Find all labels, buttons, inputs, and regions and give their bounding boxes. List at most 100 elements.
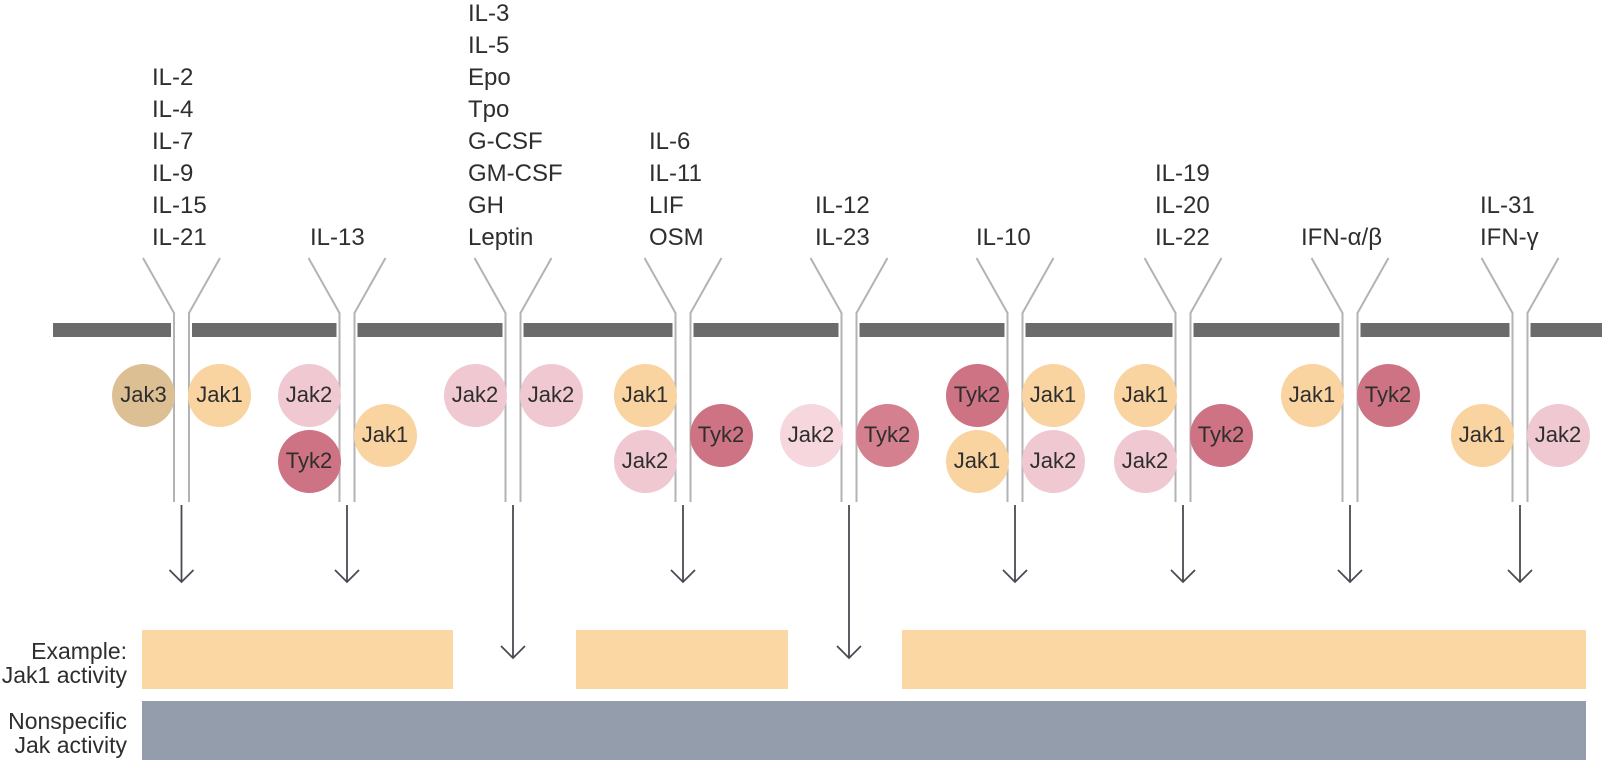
kinase-circle-jak2: Jak2 xyxy=(779,403,843,467)
kinase-circle-jak1: Jak1 xyxy=(353,403,417,467)
receptor-chain-left xyxy=(1310,257,1344,502)
ligand-label: IL-10 xyxy=(976,224,1031,251)
signal-arrow-head xyxy=(670,569,696,584)
ligand-label: Tpo xyxy=(468,96,510,123)
kinase-circle-jak2: Jak2 xyxy=(443,363,507,427)
kinase-circle-jak1: Jak1 xyxy=(945,429,1009,493)
kinase-circle-jak2: Jak2 xyxy=(519,363,583,427)
ligand-label: LIF xyxy=(649,192,684,219)
ligand-label: IL-7 xyxy=(152,128,194,155)
cell-membrane-segment xyxy=(1530,323,1602,337)
ligand-label: IL-6 xyxy=(649,128,691,155)
example-label-line1: Example: xyxy=(31,638,127,664)
signal-arrow-head xyxy=(1002,569,1028,584)
example-jak1-activity-bar xyxy=(576,630,788,689)
receptor-chain-right xyxy=(1021,257,1055,502)
ligand-label: IFN-α/β xyxy=(1301,224,1382,251)
cell-membrane-segment xyxy=(357,323,503,337)
ligand-label: OSM xyxy=(649,224,704,251)
receptor-chain-left xyxy=(1143,257,1177,502)
example-jak1-activity-label: Example: Jak1 activity xyxy=(2,639,127,687)
signal-arrow-head xyxy=(500,645,526,660)
cell-membrane-segment xyxy=(859,323,1005,337)
cell-membrane-segment xyxy=(1193,323,1340,337)
kinase-circle-tyk2: Tyk2 xyxy=(1356,363,1420,427)
cell-membrane-segment xyxy=(1025,323,1173,337)
kinase-circle-jak1: Jak1 xyxy=(1021,363,1085,427)
ligand-column-ifn-alpha-beta-receptor: IFN-α/β xyxy=(1301,222,1382,254)
receptor-chain-left xyxy=(975,257,1009,502)
cell-membrane-segment xyxy=(523,323,673,337)
ligand-column-il10-receptor: IL-10 xyxy=(976,222,1031,254)
cell-membrane-segment xyxy=(693,323,839,337)
ligand-label: Leptin xyxy=(468,224,534,251)
kinase-circle-jak1: Jak1 xyxy=(613,363,677,427)
receptor-chain-right xyxy=(1356,257,1390,502)
receptor-chain-left xyxy=(307,257,341,502)
cell-membrane-segment xyxy=(53,323,171,337)
cell-membrane-segment xyxy=(192,323,337,337)
ligand-label: IL-15 xyxy=(152,192,207,219)
ligand-label: IL-4 xyxy=(152,96,194,123)
nonspecific-jak-activity-label: Nonspecific Jak activity xyxy=(8,709,127,757)
ligand-label: IFN-γ xyxy=(1480,224,1539,251)
signal-arrow-head xyxy=(836,645,862,660)
signal-arrow-head xyxy=(1170,569,1196,584)
kinase-circle-jak2: Jak2 xyxy=(613,429,677,493)
kinase-circle-jak1: Jak1 xyxy=(188,363,251,427)
nonspecific-label-line2: Jak activity xyxy=(14,732,127,758)
receptor-chain-right xyxy=(519,257,553,502)
kinase-circle-jak2: Jak2 xyxy=(1021,429,1085,493)
receptor-chain-left xyxy=(142,257,175,502)
ligand-label: IL-19 xyxy=(1155,160,1210,187)
ligand-label: Epo xyxy=(468,64,511,91)
signal-arrow-head xyxy=(1337,569,1363,584)
kinase-circle-jak1: Jak1 xyxy=(1450,403,1514,467)
kinase-circle-jak1: Jak1 xyxy=(1113,363,1177,427)
ligand-label: IL-5 xyxy=(468,32,510,59)
nonspecific-label-line1: Nonspecific xyxy=(8,708,127,734)
kinase-circle-tyk2: Tyk2 xyxy=(277,429,341,493)
ligand-column-il13-receptor: IL-13 xyxy=(310,222,365,254)
kinase-circle-jak1: Jak1 xyxy=(1280,363,1344,427)
ligand-label: IL-23 xyxy=(815,224,870,251)
nonspecific-jak-activity-bar xyxy=(142,701,1586,760)
ligand-label: IL-31 xyxy=(1480,192,1535,219)
kinase-circle-jak2: Jak2 xyxy=(277,363,341,427)
ligand-label: IL-2 xyxy=(152,64,194,91)
example-label-line2: Jak1 activity xyxy=(1,662,127,688)
kinase-circle-tyk2: Tyk2 xyxy=(1189,403,1253,467)
kinase-circle-jak2: Jak2 xyxy=(1526,403,1590,467)
ligand-label: GM-CSF xyxy=(468,160,563,187)
kinase-circle-tyk2: Tyk2 xyxy=(945,363,1009,427)
ligand-label: IL-20 xyxy=(1155,192,1210,219)
cell-membrane-segment xyxy=(1360,323,1510,337)
example-jak1-activity-bar xyxy=(902,630,1586,689)
ligand-label: IL-22 xyxy=(1155,224,1210,251)
ligand-label: IL-13 xyxy=(310,224,365,251)
ligand-label: IL-3 xyxy=(468,0,510,27)
signal-arrow-head xyxy=(1507,569,1533,584)
ligand-label: IL-21 xyxy=(152,224,207,251)
ligand-label: IL-12 xyxy=(815,192,870,219)
kinase-circle-jak3: Jak3 xyxy=(112,363,175,427)
kinase-circle-tyk2: Tyk2 xyxy=(855,403,919,467)
receptor-chain-left xyxy=(473,257,507,502)
receptor-chain-right xyxy=(188,257,221,502)
kinase-circle-tyk2: Tyk2 xyxy=(689,403,753,467)
ligand-label: G-CSF xyxy=(468,128,543,155)
signal-arrow-head xyxy=(334,569,360,584)
signal-arrow-head xyxy=(168,569,195,584)
ligand-label: GH xyxy=(468,192,504,219)
ligand-label: IL-11 xyxy=(649,160,702,187)
example-jak1-activity-bar xyxy=(142,630,453,689)
kinase-circle-jak2: Jak2 xyxy=(1113,429,1177,493)
receptor-chain-left xyxy=(643,257,677,502)
